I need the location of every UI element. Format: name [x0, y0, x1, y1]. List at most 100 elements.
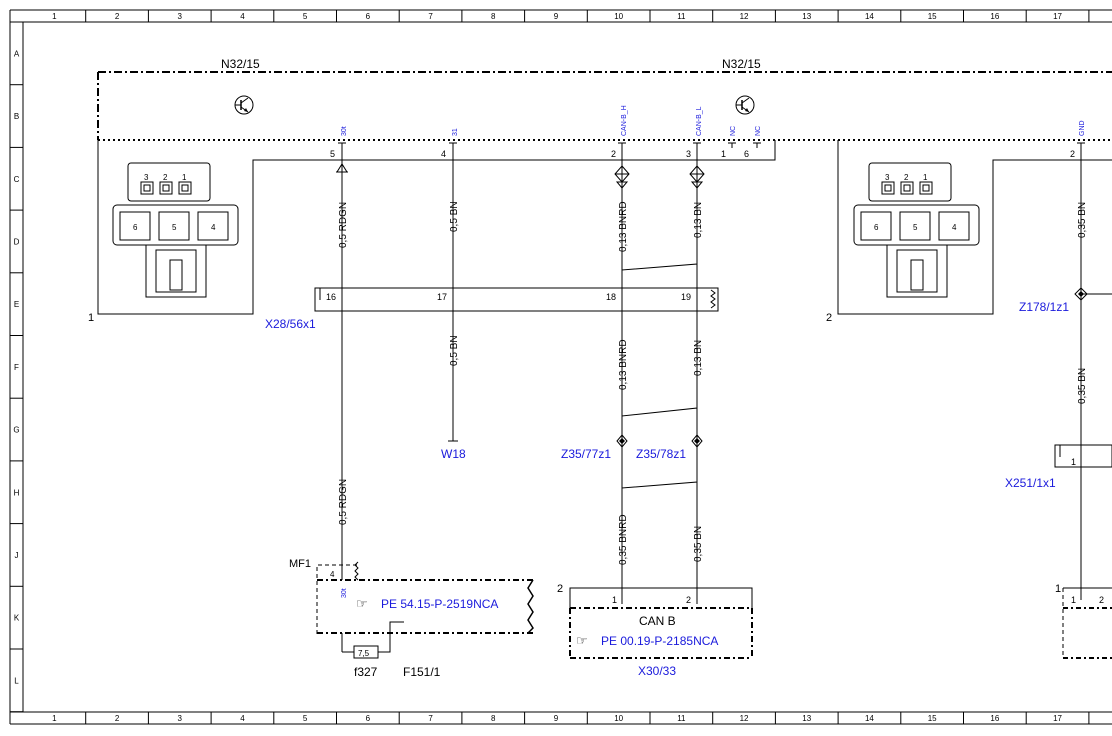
wire-31: 0,5 BN 0,5 BN W18 [441, 148, 466, 461]
can-b-label: CAN B [639, 614, 676, 628]
n3215-label-right: N32/15 [722, 57, 761, 71]
wire-label: 0,5 BN [449, 201, 460, 232]
pin-label: 5 [913, 223, 918, 232]
pin-label: 2 [904, 173, 909, 182]
column-label: 4 [240, 12, 245, 21]
pin-3: 3 [686, 149, 691, 159]
column-label: 13 [802, 12, 811, 21]
wire-gnd: 0,35 BN 0,35 BN Z178/1z1 1 X251/1x1 1 1 … [1005, 148, 1112, 659]
wire-label: 0,35 BN [1077, 202, 1088, 238]
column-label: 5 [303, 714, 308, 723]
column-label: 3 [178, 714, 183, 723]
pointing-hand-icon: ☞ [356, 596, 368, 611]
pin-label: 3 [144, 173, 149, 182]
pin-17: 17 [437, 292, 447, 302]
pin-label: 1 [923, 173, 928, 182]
signal-can-b-l: CAN-B_L [696, 106, 703, 136]
pin-19: 19 [681, 292, 691, 302]
ground-point-w18: W18 [441, 447, 466, 461]
pin-4: 4 [330, 570, 335, 579]
column-label: 6 [366, 12, 371, 21]
signal-labels: 30t 31 CAN-B_H CAN-B_L NC NC GND [341, 105, 1086, 136]
row-label: J [15, 551, 19, 560]
column-label: 11 [677, 12, 686, 21]
signal-nc: NC [755, 126, 762, 136]
wire-can-h: 0,13 BNRD 0,13 BNRD 0,35 BNRD Z35/77z1 [561, 148, 630, 604]
fuse-rating: 7,5 [358, 649, 370, 658]
fuse-f327: f327 [354, 665, 378, 679]
column-label: 5 [303, 12, 308, 21]
pin-6: 6 [744, 149, 749, 159]
reference-pe-00[interactable]: PE 00.19-P-2185NCA [601, 634, 718, 648]
pin-2-right: 2 [1070, 149, 1075, 159]
row-label: C [14, 175, 20, 184]
n3215-label-left: N32/15 [221, 57, 260, 71]
column-label: 7 [428, 12, 433, 21]
column-label: 12 [740, 714, 749, 723]
wire-label: 0,13 BN [693, 202, 704, 238]
twisted-pair-markers [621, 256, 698, 489]
connector-x30-33: X30/33 [638, 664, 676, 678]
signal-can-b-h: CAN-B_H [621, 105, 628, 136]
pin-1: 1 [721, 149, 726, 159]
pin-2: 2 [611, 149, 616, 159]
pin-4: 4 [441, 149, 446, 159]
signal-30t: 30t [341, 126, 348, 136]
column-label: 4 [240, 714, 245, 723]
pin-1: 1 [612, 595, 617, 605]
wire-label: 0,13 BNRD [618, 339, 629, 390]
column-label: 10 [614, 12, 623, 21]
column-label: 11 [677, 714, 686, 723]
column-label: 7 [428, 714, 433, 723]
row-label: G [13, 426, 19, 435]
wire-label: 0,13 BN [693, 340, 704, 376]
column-label: 1 [52, 12, 57, 21]
column-label: 8 [491, 12, 496, 21]
column-label: 15 [928, 12, 937, 21]
block-index: 1 [1055, 583, 1061, 595]
pin-label: 6 [133, 223, 138, 232]
wire-label: 0,5 RDGN [338, 479, 349, 525]
connector-left-index: 1 [88, 312, 94, 324]
splice-z35-77: Z35/77z1 [561, 447, 611, 461]
column-label: 16 [990, 714, 999, 723]
column-label: 16 [990, 12, 999, 21]
pin-1: 1 [1071, 457, 1076, 467]
column-label: 2 [115, 714, 120, 723]
wire-label: 0,13 BNRD [618, 201, 629, 252]
fuse-block-f151: MF1 4 30t ☞ PE 54.15-P-2519NCA 7,5 f327 … [289, 558, 534, 679]
wire-can-l: 0,13 BN 0,13 BN 0,35 BN Z35/78z1 [636, 148, 705, 604]
wire-label: 0,35 BN [1077, 368, 1088, 404]
connector-x28-label: X28/56x1 [265, 317, 316, 331]
connector-housing-right: 2 3 2 1 6 5 4 [826, 140, 1112, 324]
pin-label: 3 [885, 173, 890, 182]
column-label: 14 [865, 714, 874, 723]
splice-z35-78: Z35/78z1 [636, 447, 686, 461]
pin-18: 18 [606, 292, 616, 302]
pin-label: 5 [172, 223, 177, 232]
column-label: 6 [366, 714, 371, 723]
wire-label: 0,35 BNRD [618, 514, 629, 565]
pin-1: 1 [1071, 595, 1076, 605]
row-label: L [14, 676, 19, 685]
n3215-pins: 5 4 2 3 1 6 2 [330, 142, 1085, 159]
pin-label: 6 [874, 223, 879, 232]
can-b-block-x30-33: 2 1 2 CAN B ☞ PE 00.19-P-2185NCA X30/33 [557, 583, 753, 678]
signal-30t: 30t [341, 588, 348, 598]
connector-x28-56x1: 16 17 18 19 X28/56x1 [265, 287, 719, 331]
column-label: 1 [52, 714, 57, 723]
column-label: 10 [614, 714, 623, 723]
block-index: 2 [557, 583, 563, 595]
row-label: F [14, 363, 19, 372]
reference-pe-54[interactable]: PE 54.15-P-2519NCA [381, 597, 498, 611]
column-label: 2 [115, 12, 120, 21]
splice-z178: Z178/1z1 [1019, 300, 1069, 314]
transistor-icon [234, 95, 254, 115]
column-label: 13 [802, 714, 811, 723]
column-label: 8 [491, 714, 496, 723]
wire-label: 0,5 RDGN [338, 202, 349, 248]
column-label: 12 [740, 12, 749, 21]
connector-right-index: 2 [826, 312, 832, 324]
wire-30t: 0,5 RDGN 0,5 RDGN [336, 148, 349, 580]
